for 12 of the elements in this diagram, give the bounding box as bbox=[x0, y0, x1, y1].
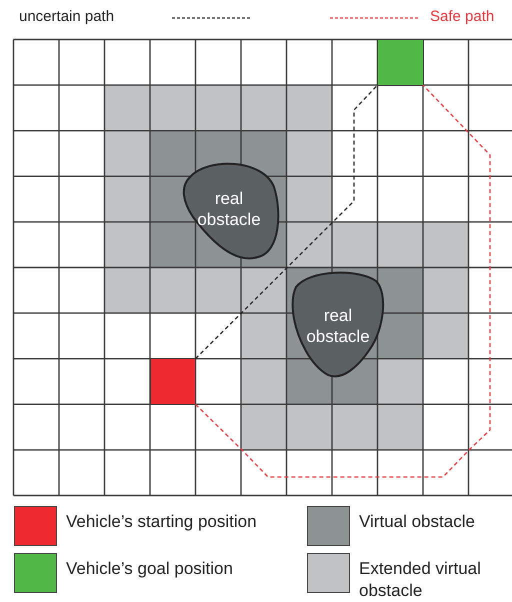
obstacle-label: real obstacle bbox=[305, 304, 371, 348]
goal-cell bbox=[377, 39, 424, 86]
legend-label: uncertain path bbox=[19, 8, 114, 25]
path-line bbox=[195, 84, 378, 360]
obstacle-label: real obstacle bbox=[196, 188, 262, 230]
legend-label: Virtual obstacle bbox=[359, 511, 476, 533]
legend-label: Vehicle’s goal position bbox=[66, 558, 234, 580]
start-cell bbox=[150, 358, 196, 405]
legend-label: Extended virtual obstacle bbox=[359, 558, 482, 602]
legend-label: Safe path bbox=[430, 8, 494, 25]
path-line bbox=[195, 84, 491, 478]
legend-label: Vehicle’s starting position bbox=[66, 511, 258, 533]
